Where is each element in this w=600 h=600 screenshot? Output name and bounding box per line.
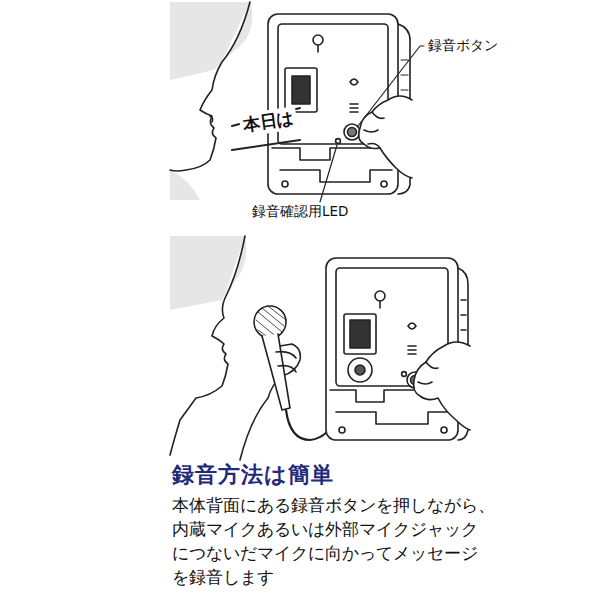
heading: 録音方法は簡単 xyxy=(172,460,334,490)
caption-text: 本体背面にある録音ボタンを押しながら、 内蔵マイクあるいは外部マイクジャック に… xyxy=(172,494,517,590)
part-label: 録音確認用LED xyxy=(250,203,350,221)
part-label: 録音ボタン xyxy=(426,37,500,55)
